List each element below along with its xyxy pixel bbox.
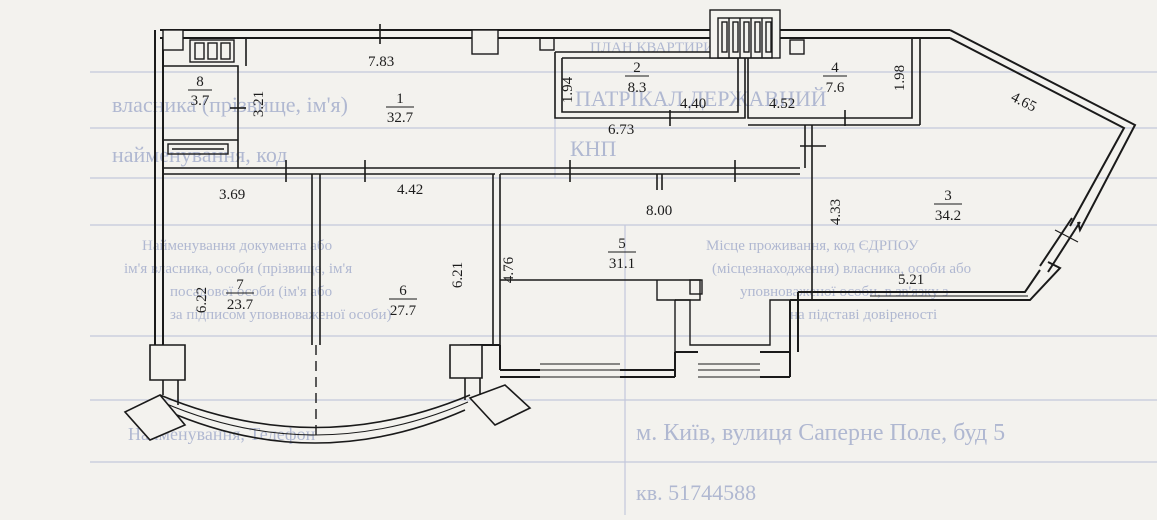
room-number: 5 — [618, 236, 626, 252]
dim-6-73: 6.73 — [608, 122, 634, 138]
dim-8-00: 8.00 — [646, 203, 672, 219]
dim-5-21: 5.21 — [898, 272, 924, 288]
dim-4-33: 4.33 — [828, 199, 844, 225]
room-label-5: 5 31.1 — [608, 236, 636, 272]
dim-1-94: 1.94 — [560, 76, 576, 103]
dim-4-65: 4.65 — [1008, 89, 1039, 115]
room-area: 31.1 — [609, 256, 635, 272]
room-number: 1 — [396, 91, 404, 107]
exterior-walls — [154, 29, 1137, 378]
dim-1-98: 1.98 — [892, 65, 908, 91]
dim-3-21: 3.21 — [251, 91, 267, 117]
dim-4-52: 4.52 — [769, 96, 795, 112]
form-block-left-2: ім'я власника, особи (прізвище, ім'я — [124, 261, 352, 277]
room-labels: 1 32.7 2 8.3 3 34.2 4 7.6 5 31.1 6 27.7 — [188, 60, 962, 319]
dim-4-76: 4.76 — [501, 256, 517, 283]
room-label-3: 3 34.2 — [934, 188, 962, 224]
room-label-1: 1 32.7 — [386, 91, 414, 126]
room-area: 32.7 — [387, 110, 414, 126]
dimension-labels: 7.83 1.94 1.98 4.65 3.21 4.40 4.52 6.73 … — [194, 54, 1039, 313]
room-number: 3 — [944, 188, 952, 204]
curved-balcony — [123, 344, 532, 444]
dim-6-22: 6.22 — [194, 287, 210, 313]
dim-4-42: 4.42 — [397, 182, 423, 198]
interior-walls — [163, 24, 921, 345]
room-label-7: 7 23.7 — [226, 277, 254, 313]
form-block-left-3: посадової особи (ім'я або — [170, 284, 332, 300]
fixtures — [162, 9, 805, 295]
room-label-2: 2 8.3 — [625, 60, 649, 96]
room-number: 6 — [399, 283, 407, 299]
dim-7-83: 7.83 — [368, 54, 394, 70]
room-label-6: 6 27.7 — [389, 283, 417, 319]
background-form: ПЛАН КВАРТИРИ власника (прізвище, ім'я) … — [90, 40, 1157, 515]
apartment-plan — [123, 9, 1137, 444]
form-row1-right: ПАТРІКАЛ ДЕРЖАВНИЙ — [575, 86, 827, 111]
room-label-8: 8 3.7 — [188, 74, 212, 109]
form-block-right-4: на підставі довіреності — [790, 307, 937, 323]
form-block-left-1: Найменування документа або — [142, 238, 332, 254]
room-number: 2 — [633, 60, 641, 76]
room-number: 8 — [196, 74, 204, 90]
room-number: 4 — [831, 60, 839, 76]
form-row1-left: власника (прізвище, ім'я) — [112, 92, 348, 117]
dim-4-40: 4.40 — [680, 96, 706, 112]
room-area: 23.7 — [227, 297, 254, 313]
room-area: 3.7 — [191, 93, 210, 109]
dim-6-21: 6.21 — [450, 262, 466, 288]
room-label-4: 4 7.6 — [823, 60, 847, 96]
windows — [540, 291, 1030, 378]
form-block-left-4: за підписом уповноваженої особи) — [170, 307, 391, 323]
form-number: кв. 51744588 — [636, 480, 756, 505]
form-address: м. Київ, вулиця Саперне Поле, буд 5 — [636, 420, 1005, 446]
form-row2-right: КНП — [570, 136, 617, 161]
room-area: 7.6 — [826, 80, 845, 96]
form-top-line: ПЛАН КВАРТИРИ — [590, 40, 714, 56]
room-area: 34.2 — [935, 208, 961, 224]
dim-3-69: 3.69 — [219, 187, 245, 203]
form-block-right-2: (місцезнаходження) власника, особи або — [712, 261, 971, 277]
room-area: 8.3 — [628, 80, 647, 96]
room-number: 7 — [236, 277, 244, 293]
room-area: 27.7 — [390, 303, 417, 319]
